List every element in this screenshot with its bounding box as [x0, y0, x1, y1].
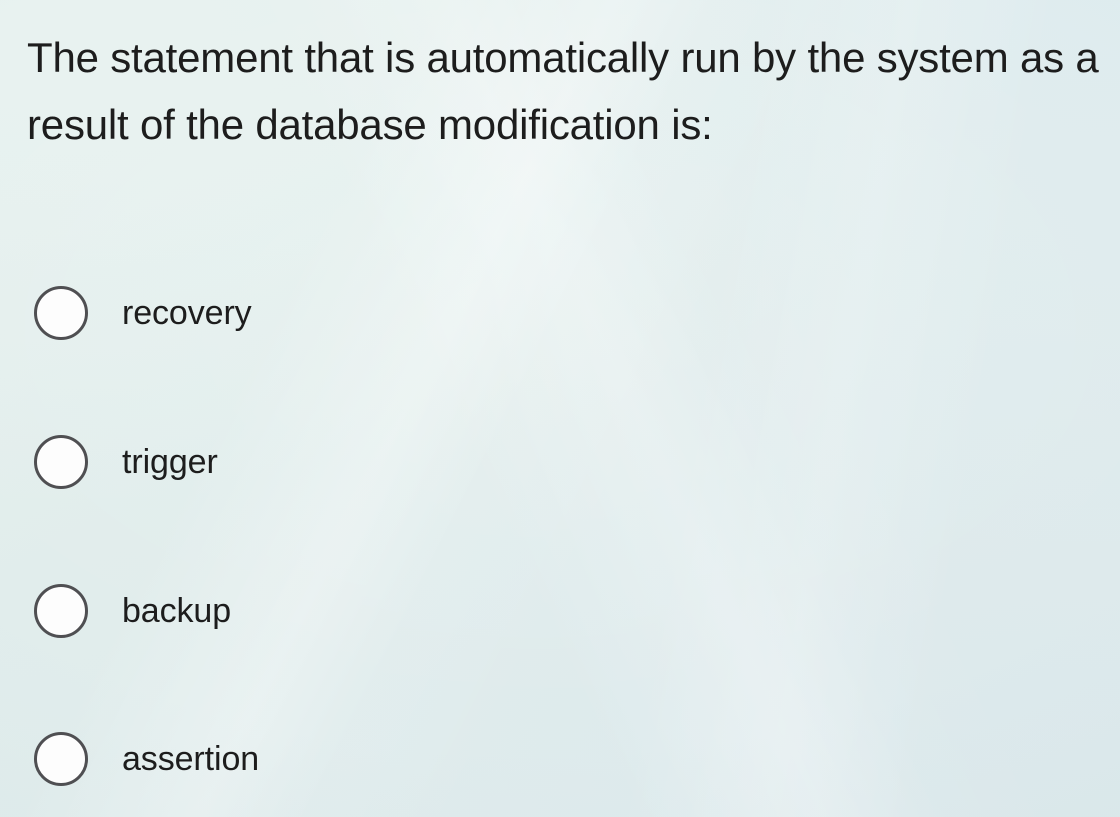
option-label-trigger: trigger: [122, 443, 218, 481]
option-row-backup[interactable]: backup: [34, 582, 231, 640]
option-label-recovery: recovery: [122, 294, 252, 332]
question-text: The statement that is automatically run …: [27, 34, 1099, 148]
option-row-trigger[interactable]: trigger: [34, 433, 218, 491]
radio-unchecked-icon[interactable]: [34, 584, 88, 638]
option-label-backup: backup: [122, 592, 232, 630]
radio-unchecked-icon[interactable]: [34, 732, 88, 786]
option-row-assertion[interactable]: assertion: [34, 730, 259, 788]
option-label-assertion: assertion: [122, 740, 260, 778]
radio-unchecked-icon[interactable]: [34, 286, 88, 340]
radio-unchecked-icon[interactable]: [34, 435, 88, 489]
option-row-recovery[interactable]: recovery: [34, 284, 252, 342]
